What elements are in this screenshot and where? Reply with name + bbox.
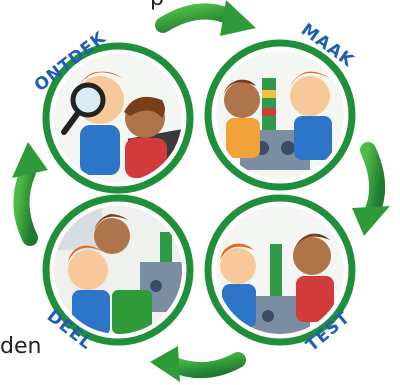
arrow-right [352, 142, 390, 236]
deel-illustration [54, 206, 182, 334]
stage-ontdek: ONTDEK [31, 28, 194, 194]
arrow-left [12, 142, 48, 246]
arrow-bottom [150, 346, 246, 382]
cut-off-text-top: p [150, 0, 164, 11]
ontdek-illustration [54, 54, 182, 182]
test-illustration [216, 206, 344, 334]
cut-off-text-left: den [0, 334, 42, 359]
arrow-top [155, 0, 256, 36]
stage-test: TEST [204, 194, 356, 356]
maak-illustration [216, 51, 344, 179]
stage-deel: DEEL [42, 194, 194, 354]
stage-maak: MAAK [204, 20, 358, 191]
